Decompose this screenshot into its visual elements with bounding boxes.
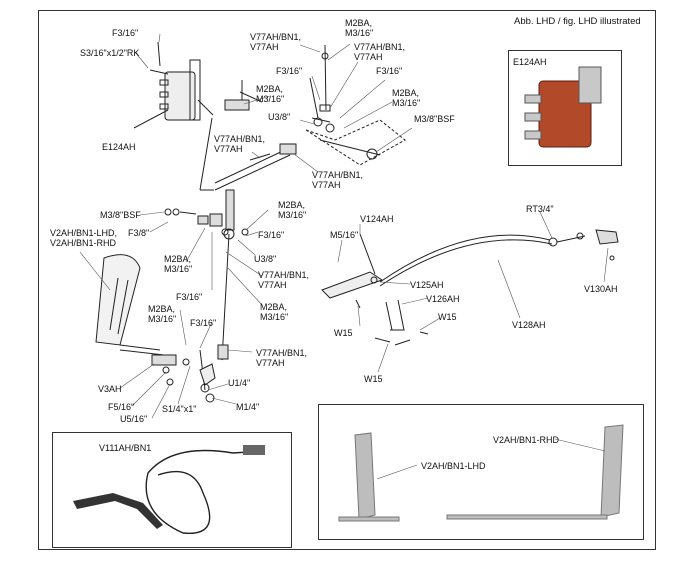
label-v128ah: V128AH <box>512 320 546 330</box>
label-u3-8-b: U3/8" <box>254 254 277 264</box>
label-m2ba-top: M2BA, M3/16" <box>345 18 374 38</box>
pedals-photo <box>338 424 624 522</box>
label-w15-b: W15 <box>438 312 457 322</box>
label-s1-4: S1/4"x1" <box>162 404 197 414</box>
label-m2ba-f: M2BA, M3/16" <box>260 302 289 322</box>
inset-e124ah: E124AH <box>508 50 622 166</box>
label-v77-mid: V77AH/BN1, V77AH <box>214 134 266 154</box>
label-rt3-4: RT3/4" <box>526 204 554 214</box>
pedal-rhd-label: V2AH/BN1-RHD <box>493 435 560 445</box>
inset-pedals: V2AH/BN1-LHD V2AH/BN1-RHD <box>318 404 644 540</box>
header-note: Abb. LHD / fig. LHD illustrated <box>514 16 641 27</box>
label-v77-low: V77AH/BN1, V77AH <box>258 270 310 290</box>
label-m2ba-d: M2BA, M3/16" <box>278 200 307 220</box>
label-f5-16: F5/16" <box>108 402 135 412</box>
label-w15-a: W15 <box>334 328 353 338</box>
label-f3-16-a: F3/16" <box>112 28 139 38</box>
label-f3-16-e: F3/16" <box>176 292 203 302</box>
label-v77-low2: V77AH/BN1, V77AH <box>256 348 308 368</box>
label-m5-16: M5/16" <box>330 230 359 240</box>
label-v77-top: V77AH/BN1, V77AH <box>250 32 302 52</box>
label-e124ah: E124AH <box>102 142 136 152</box>
label-v125ah: V125AH <box>410 280 444 290</box>
label-v2ah-lhd-rhd: V2AH/BN1-LHD, V2AH/BN1-RHD <box>50 228 118 248</box>
label-f3-16-d: F3/16" <box>258 230 285 240</box>
label-f3-16-c: F3/16" <box>376 66 403 76</box>
switch-photo <box>524 66 602 148</box>
label-m3-8-bsf-r: M3/8"BSF <box>414 114 455 124</box>
label-f3-16-f: F3/16" <box>190 318 217 328</box>
label-u5-16: U5/16" <box>120 414 148 424</box>
label-u3-8-a: U3/8" <box>268 112 291 122</box>
label-m3-8-bsf-l: M3/8"BSF <box>100 210 141 220</box>
label-m2ba-b: M2BA, M3/16" <box>256 84 285 104</box>
label-v130ah: V130AH <box>584 284 618 294</box>
inset-v111ah-title: V111AH/BN1 <box>99 443 152 453</box>
diagram-frame <box>38 10 656 550</box>
label-f3-16-b: F3/16" <box>276 66 303 76</box>
label-w15-c: W15 <box>364 374 383 384</box>
label-u1-4: U1/4" <box>228 378 251 388</box>
label-f3-8: F3/8" <box>128 228 150 238</box>
inset-e124ah-title: E124AH <box>513 57 547 67</box>
label-m2ba-e: M2BA, M3/16" <box>164 254 193 274</box>
label-s3-16-rk: S3/16"x1/2"RK <box>80 48 140 58</box>
label-v3ah: V3AH <box>98 384 122 394</box>
label-m2ba-g: M2BA, M3/16" <box>148 304 177 324</box>
cable-photo <box>73 445 265 534</box>
label-m2ba-c: M2BA, M3/16" <box>392 88 421 108</box>
label-v126ah: V126AH <box>426 294 460 304</box>
pedal-lhd-label: V2AH/BN1-LHD <box>421 461 486 471</box>
label-v77-mid2: V77AH/BN1, V77AH <box>312 170 364 190</box>
inset-v111ah: V111AH/BN1 <box>52 432 292 548</box>
label-v124ah: V124AH <box>360 214 394 224</box>
label-v77-top2: V77AH/BN1, V77AH <box>354 42 406 62</box>
label-m1-4: M1/4" <box>236 402 260 412</box>
